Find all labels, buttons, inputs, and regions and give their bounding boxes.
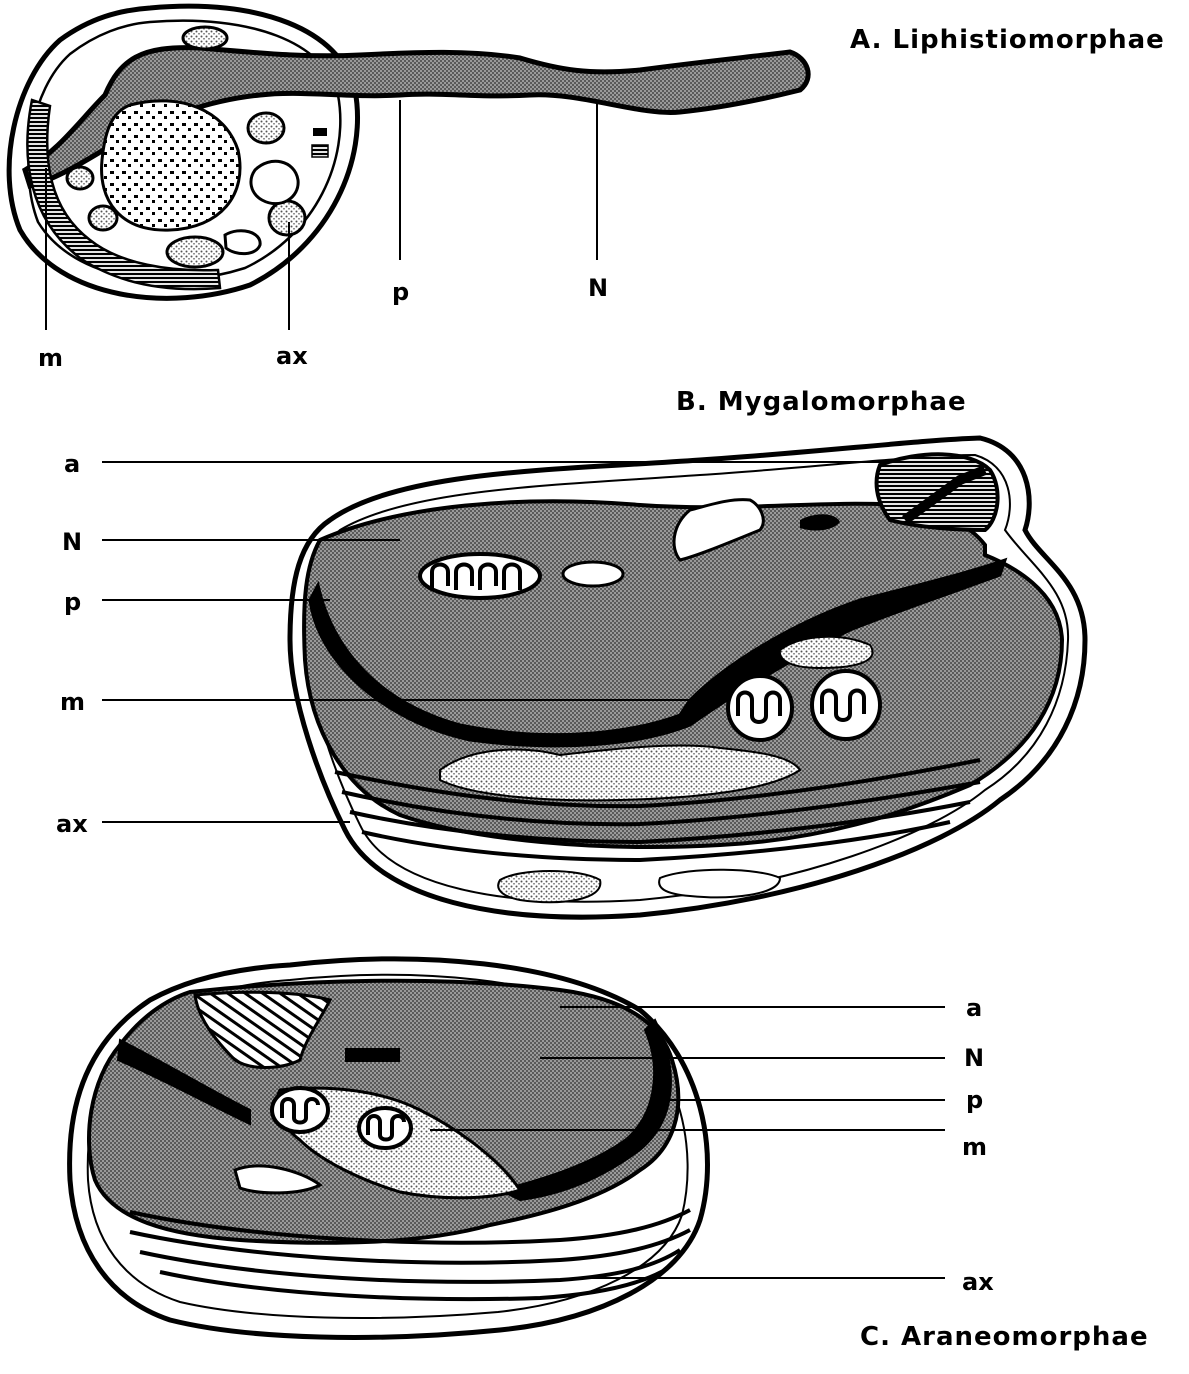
panel-b-mygalomorphae: B. Mygalomorphae a N p m ax — [56, 387, 1085, 917]
panel-c-label-m: m — [962, 1133, 987, 1161]
panel-a-liphistiomorphae: A. Liphistiomorphae m ax p N — [9, 6, 1165, 372]
panel-b-label-m: m — [60, 688, 85, 716]
panel-c-araneomorphae: a N p m ax C. Araneomorphae — [70, 959, 1149, 1352]
panel-a-mitochondrion — [248, 113, 284, 143]
panel-a-mitochondrion — [67, 167, 93, 189]
panel-b-label-N: N — [62, 528, 82, 556]
panel-a-granule — [313, 128, 327, 136]
panel-a-label-m: m — [38, 344, 63, 372]
panel-a-mitochondrion — [89, 206, 117, 230]
panel-b-title: B. Mygalomorphae — [676, 387, 967, 417]
panel-a-vacuole — [225, 231, 260, 254]
panel-b-light-vesicle — [780, 637, 873, 668]
panel-c-title: C. Araneomorphae — [860, 1322, 1149, 1352]
panel-c-label-N: N — [964, 1044, 984, 1072]
panel-a-label-p: p — [392, 278, 409, 306]
panel-b-mitochondrion — [563, 562, 623, 586]
panel-c-label-ax: ax — [962, 1268, 994, 1296]
panel-a-mitochondrion — [269, 201, 305, 235]
panel-b-vacuole — [659, 870, 780, 898]
panel-a-label-ax: ax — [276, 342, 308, 370]
panel-a-label-N: N — [588, 274, 608, 302]
panel-a-vacuole — [251, 161, 298, 203]
panel-b-label-p: p — [64, 588, 81, 616]
panel-c-label-p: p — [966, 1086, 983, 1114]
panel-a-mitochondrion — [167, 237, 223, 267]
panel-b-vacuole — [498, 871, 600, 902]
panel-a-mitochondrion — [183, 27, 227, 49]
panel-a-title: A. Liphistiomorphae — [850, 25, 1165, 55]
panel-c-dark-granule — [345, 1048, 400, 1062]
panel-c-label-a: a — [966, 994, 982, 1022]
panel-b-label-a: a — [64, 450, 80, 478]
panel-b-label-ax: ax — [56, 810, 88, 838]
panel-a-vesicle — [102, 101, 240, 230]
panel-a-granule — [312, 145, 328, 157]
